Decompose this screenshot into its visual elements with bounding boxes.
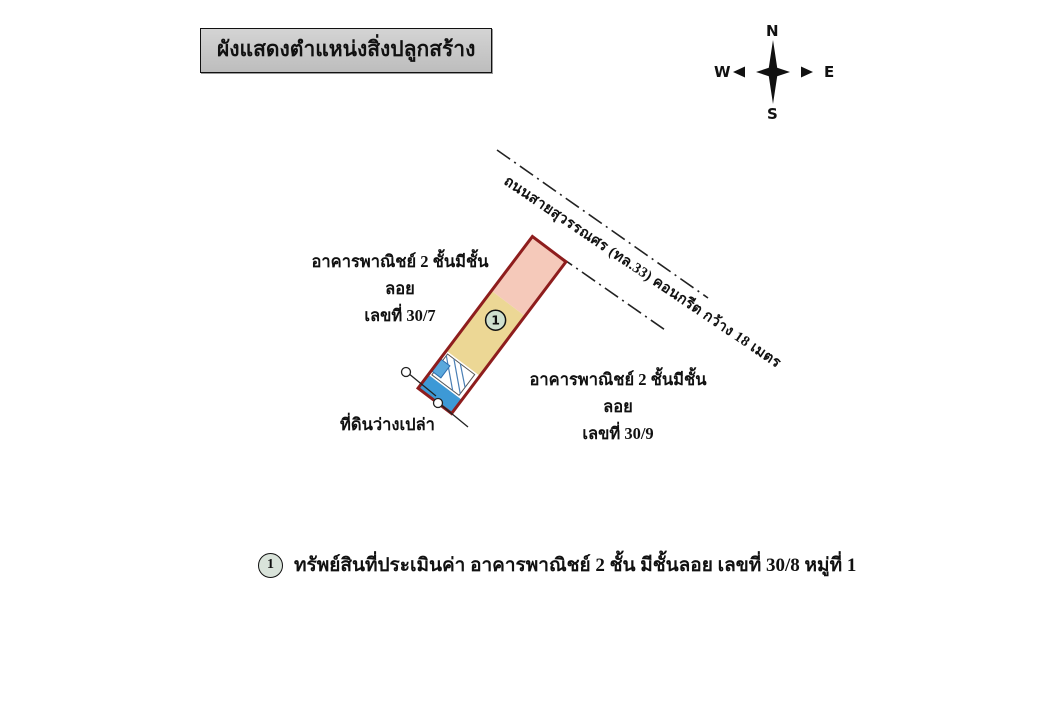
- building-left-line1: อาคารพาณิชย์ 2 ชั้นมีชั้นลอย: [311, 252, 489, 298]
- building-left-line2: เลขที่ 30/7: [364, 306, 436, 325]
- parcel-section-middle: [446, 290, 526, 376]
- survey-tick-line: [439, 403, 469, 428]
- parcel-marker-number: 1: [491, 313, 500, 328]
- compass-north-label: N: [766, 22, 779, 40]
- parcel: 1: [415, 234, 569, 416]
- survey-marker-circle: [400, 366, 412, 378]
- survey-markers: [400, 366, 469, 428]
- vacant-land-label: ที่ดินว่างเปล่า: [340, 415, 435, 434]
- survey-tick-line: [407, 372, 437, 397]
- compass-west-label: W: [714, 63, 731, 81]
- legend-text: ทรัพย์สินที่ประเมินค่า อาคารพาณิชย์ 2 ชั…: [294, 555, 857, 576]
- road-line-upper: [496, 149, 709, 299]
- compass-west-arrow-icon: [733, 66, 745, 78]
- building-sketch: [428, 350, 480, 400]
- parcel-section-bottom: [418, 374, 462, 414]
- building-right-line1: อาคารพาณิชย์ 2 ชั้นมีชั้นลอย: [529, 370, 707, 416]
- compass-east-arrow-icon: [801, 66, 813, 78]
- road-line-lower: [535, 239, 669, 333]
- compass-south-label: S: [767, 105, 778, 123]
- building-left-label: อาคารพาณิชย์ 2 ชั้นมีชั้นลอย เลขที่ 30/7: [305, 248, 495, 329]
- road-lines: [496, 149, 709, 333]
- legend-marker-number: 1: [267, 557, 274, 572]
- page-title: ผังแสดงตำแหน่งสิ่งปลูกสร้าง: [217, 37, 476, 61]
- compass-rose-icon: [733, 40, 813, 104]
- legend-marker-circle: 1: [258, 552, 283, 578]
- sketch-hatch-line: [445, 355, 454, 391]
- sketch-hatch-line: [453, 358, 461, 394]
- parcel-section-top: [491, 236, 566, 317]
- compass-star-icon: [756, 40, 790, 104]
- sketch-hatch-line: [459, 363, 466, 388]
- building-right-line2: เลขที่ 30/9: [582, 424, 654, 443]
- legend: 1 ทรัพย์สินที่ประเมินค่า อาคารพาณิชย์ 2 …: [258, 550, 856, 580]
- survey-marker-circle: [432, 397, 444, 409]
- parcel-marker: 1: [484, 309, 507, 331]
- building-right-label: อาคารพาณิชย์ 2 ชั้นมีชั้นลอย เลขที่ 30/9: [523, 366, 713, 447]
- parcel-marker-circle: [484, 309, 507, 331]
- title-box: ผังแสดงตำแหน่งสิ่งปลูกสร้าง: [200, 28, 493, 73]
- compass-east-label: E: [824, 63, 835, 81]
